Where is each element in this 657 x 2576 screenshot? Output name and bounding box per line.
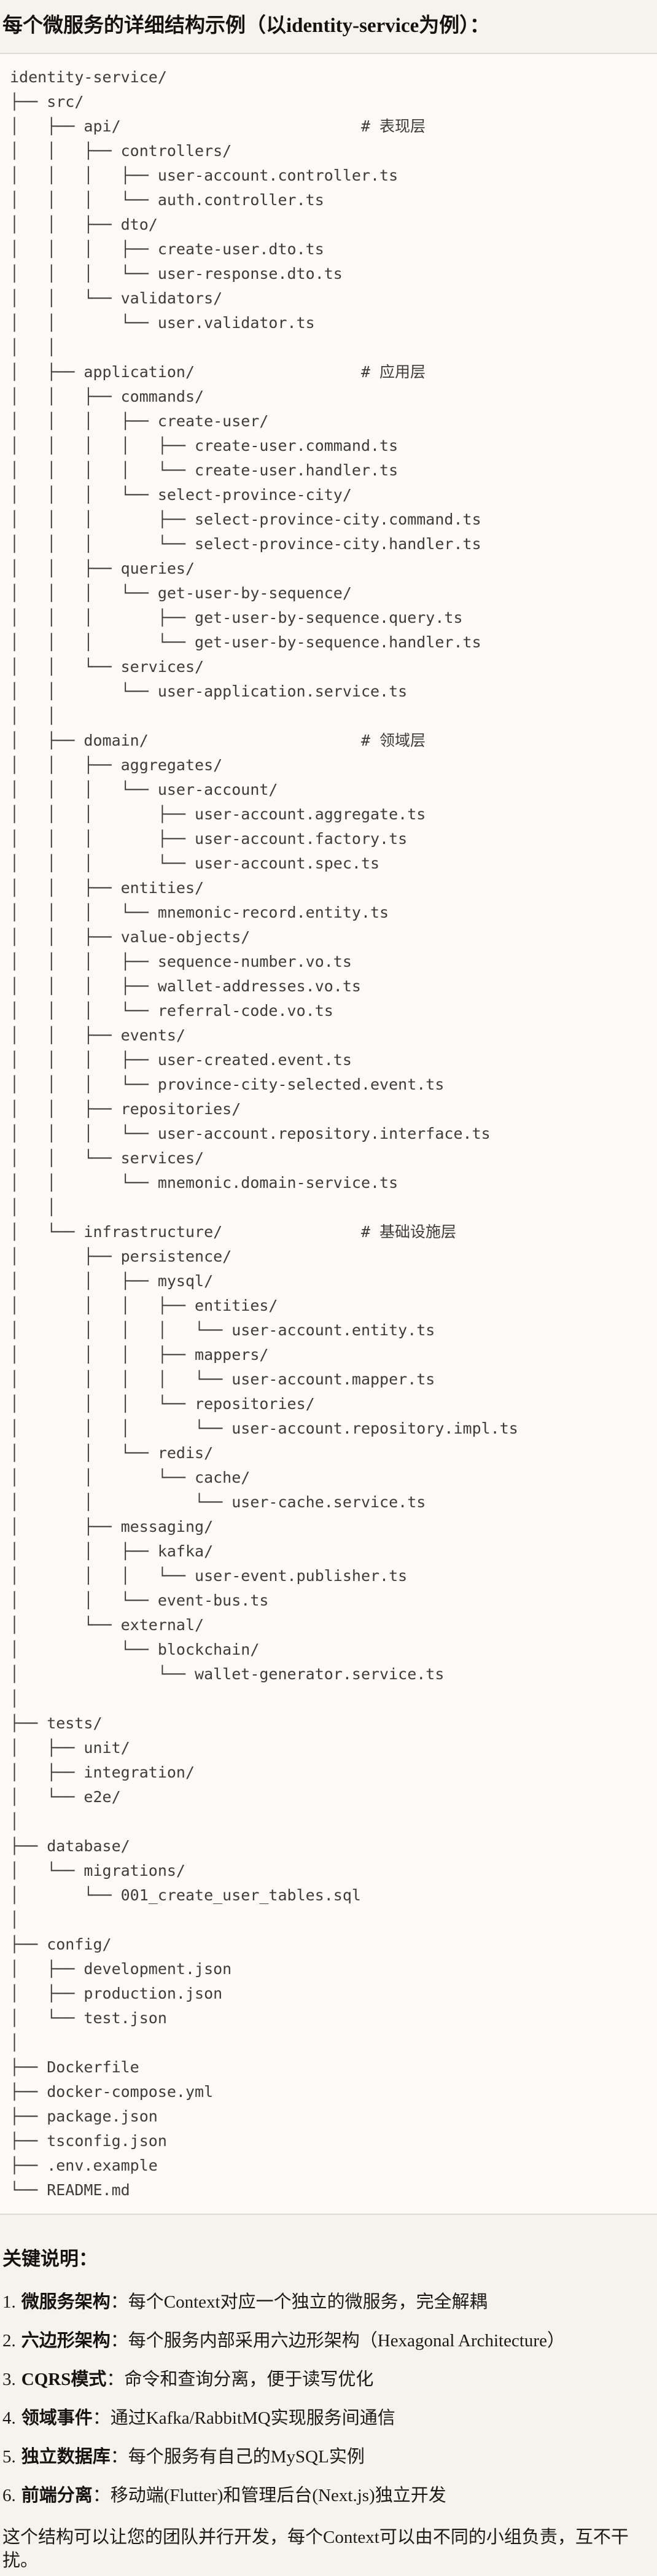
- key-notes-section: 关键说明： 1.微服务架构：每个Context对应一个独立的微服务，完全解耦 2…: [0, 2243, 657, 2576]
- note-number: 2.: [2, 2331, 16, 2351]
- note-text: ：每个服务有自己的MySQL实例: [110, 2447, 365, 2467]
- note-item: 2.六边形架构：每个服务内部采用六边形架构（Hexagonal Architec…: [2, 2329, 648, 2352]
- note-item: 6. 前端分离：移动端(Flutter)和管理后台(Next.js)独立开发: [2, 2484, 648, 2507]
- code-block: identity-service/ ├── src/ │ ├── api/ # …: [0, 53, 657, 2215]
- note-label: 六边形架构: [21, 2331, 111, 2351]
- closing-note: 这个结构可以让您的团队并行开发，每个Context可以由不同的小组负责，互不干扰…: [2, 2527, 629, 2570]
- note-item: 5.独立数据库：每个服务有自己的MySQL实例: [2, 2445, 648, 2469]
- note-number: 3.: [2, 2370, 16, 2389]
- note-item: 3. CQRS模式：命令和查询分离，便于读写优化: [2, 2368, 648, 2391]
- note-label: 前端分离: [21, 2486, 93, 2505]
- note-number: 5.: [2, 2447, 16, 2467]
- note-number: 6.: [2, 2486, 16, 2505]
- note-text: ：每个Context对应一个独立的微服务，完全解耦: [110, 2292, 488, 2312]
- note-item: 1.微服务架构：每个Context对应一个独立的微服务，完全解耦: [2, 2290, 648, 2314]
- note-text: ：命令和查询分离，便于读写优化: [106, 2370, 374, 2389]
- note-label: 微服务架构: [21, 2292, 111, 2312]
- note-item: 4.领域事件：通过Kafka/RabbitMQ实现服务间通信: [2, 2406, 648, 2430]
- note-number: 4.: [2, 2408, 16, 2428]
- notes-heading: 关键说明：: [2, 2248, 98, 2270]
- note-label: 领域事件: [21, 2408, 93, 2428]
- note-text: ：每个服务内部采用六边形架构（Hexagonal Architecture）: [110, 2331, 565, 2351]
- page-title: 每个微服务的详细结构示例（以identity-service为例）：: [2, 15, 490, 37]
- note-label: 独立数据库: [21, 2447, 111, 2467]
- note-number: 1.: [2, 2292, 16, 2312]
- note-label: CQRS模式: [21, 2370, 107, 2389]
- note-text: ：移动端(Flutter)和管理后台(Next.js)独立开发: [92, 2486, 446, 2505]
- note-text: ：通过Kafka/RabbitMQ实现服务间通信: [92, 2408, 395, 2428]
- directory-tree: identity-service/ ├── src/ │ ├── api/ # …: [10, 68, 518, 2199]
